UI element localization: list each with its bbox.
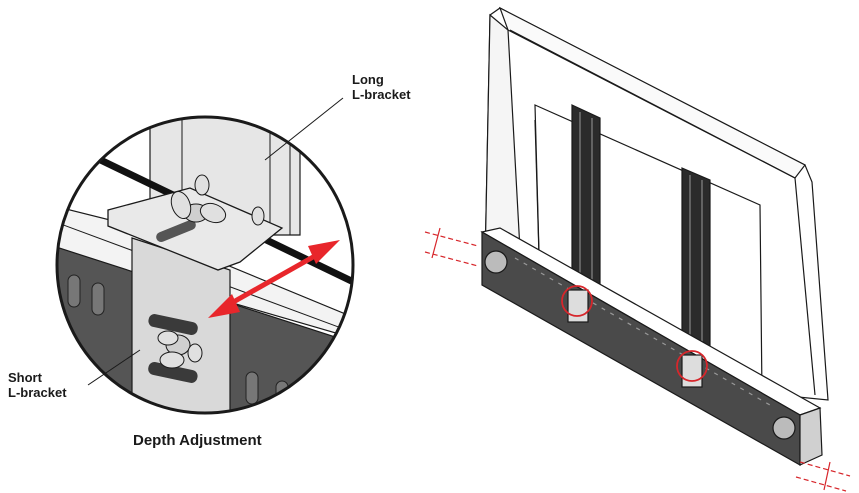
label-short-bracket-line1: Short — [8, 370, 42, 385]
tv-assembly — [480, 6, 829, 467]
bracket-shelf — [107, 187, 284, 271]
label-short-bracket-line2: L-bracket — [8, 385, 67, 400]
depth-indicator-left — [424, 227, 479, 267]
depth-indicator-right — [795, 461, 851, 492]
label-long-bracket-line2: L-bracket — [352, 87, 411, 102]
double-arrow-icon — [208, 240, 340, 318]
leader-short-bracket — [87, 349, 141, 386]
figure-caption: Depth Adjustment — [133, 432, 262, 449]
soundbar — [480, 227, 823, 467]
leader-long-bracket — [264, 97, 344, 161]
wing-nut-icon — [170, 174, 265, 226]
detail-view — [55, 97, 355, 415]
label-long-bracket: Long L-bracket — [352, 72, 411, 102]
detail-circle-outline — [55, 115, 355, 415]
wing-nut-icon — [157, 330, 203, 369]
highlight-circle-left — [561, 285, 593, 317]
label-short-bracket: Short L-bracket — [8, 370, 67, 400]
label-long-bracket-line1: Long — [352, 72, 384, 87]
highlight-circle-right — [676, 350, 708, 382]
